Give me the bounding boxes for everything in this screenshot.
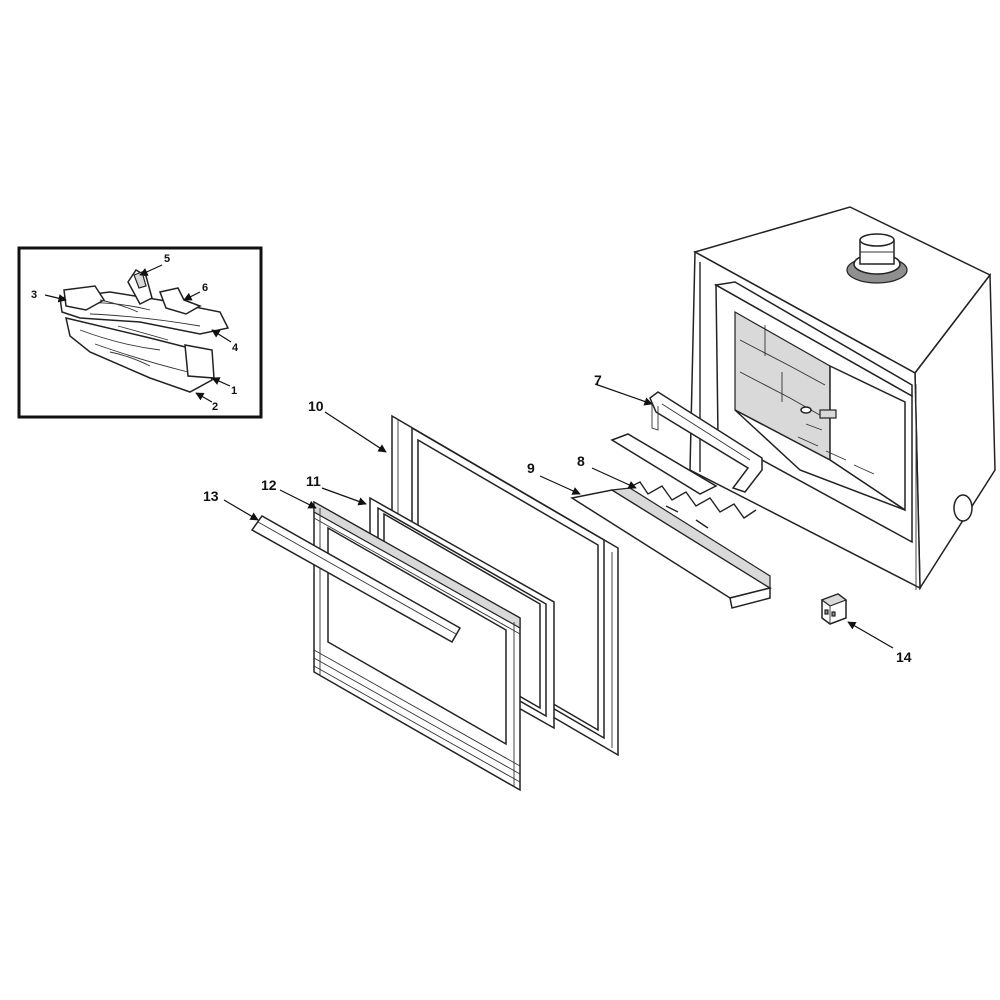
callout-1: 1 [231,385,237,397]
firebox-drawing [689,206,996,591]
callout-12: 12 [261,477,277,493]
grate-part-7 [649,391,763,493]
callout-9: 9 [527,460,535,476]
control-module-part-14 [820,593,848,625]
callout-5: 5 [164,253,170,265]
top-trim-part-13 [250,515,462,644]
callout-4: 4 [232,342,239,354]
callout-6: 6 [202,282,208,294]
callout-13: 13 [203,488,219,504]
callout-8: 8 [577,453,585,469]
callout-7: 7 [594,372,602,388]
callout-2: 2 [212,401,218,413]
callout-3: 3 [31,289,37,301]
callout-11: 11 [306,473,321,489]
callout-10: 10 [308,398,324,414]
main-callout-arrows [223,383,894,649]
inset-callout-arrows [44,264,232,403]
pan-part-9 [570,487,772,609]
log-set-inset: 3 5 6 4 1 2 [17,246,263,419]
callout-14: 14 [896,649,912,665]
log-set-drawing [59,268,230,393]
